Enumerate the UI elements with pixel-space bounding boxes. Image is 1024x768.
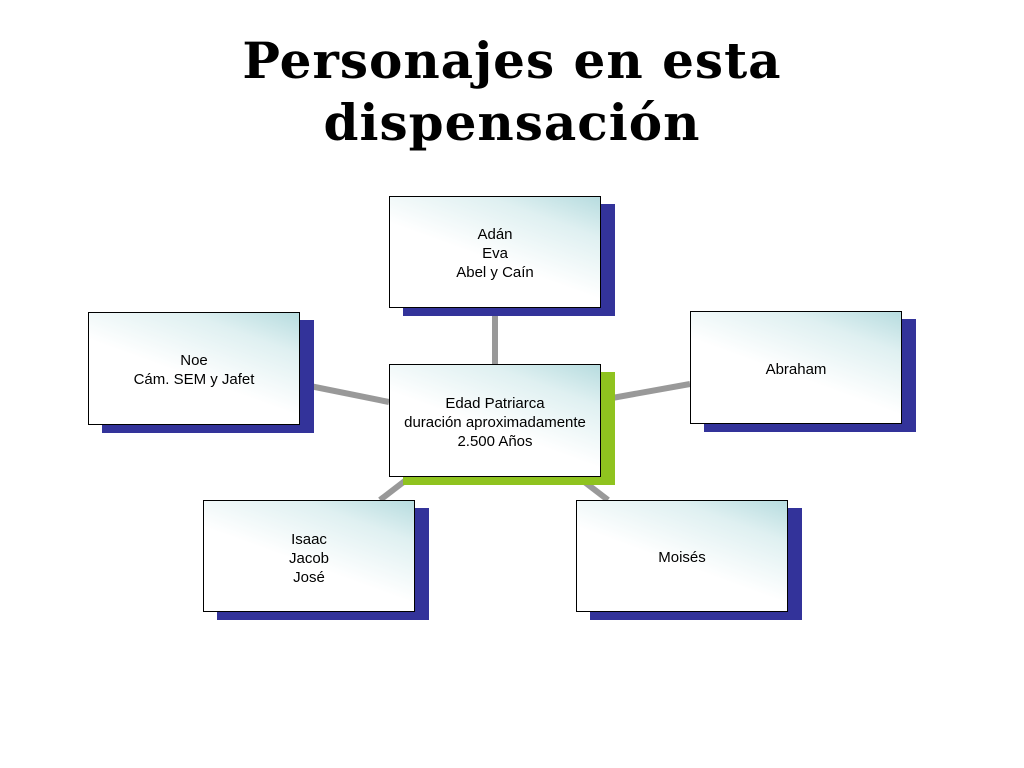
node-right-box: Abraham <box>690 311 902 424</box>
node-left-box: Noe Cám. SEM y Jafet <box>88 312 300 425</box>
node-bottom-left-line-3: José <box>293 569 325 586</box>
node-top: Adán Eva Abel y Caín <box>389 196 615 316</box>
node-bottom-right-line-1: Moisés <box>658 549 706 566</box>
node-center: Edad Patriarca duración aproximadamente … <box>389 364 615 485</box>
node-top-line-1: Adán <box>477 226 513 243</box>
slide-title: Personajes en esta dispensación <box>0 30 1024 154</box>
connector-right <box>600 381 691 403</box>
node-left-line-2: Cám. SEM y Jafet <box>133 371 255 388</box>
node-right: Abraham <box>690 311 916 432</box>
node-left: Noe Cám. SEM y Jafet <box>88 312 314 433</box>
title-line-2: dispensación <box>323 93 701 152</box>
node-bottom-left: Isaac Jacob José <box>203 500 429 620</box>
node-bottom-left-line-1: Isaac <box>291 531 327 548</box>
node-center-line-1: Edad Patriarca <box>445 395 545 412</box>
node-right-line-1: Abraham <box>765 361 827 378</box>
node-center-line-3: 2.500 Años <box>457 433 533 450</box>
node-bottom-right-box: Moisés <box>576 500 788 612</box>
connector-left <box>299 381 390 405</box>
node-center-box: Edad Patriarca duración aproximadamente … <box>389 364 601 477</box>
node-bottom-right: Moisés <box>576 500 802 620</box>
node-center-line-2: duración aproximadamente <box>404 414 586 431</box>
title-line-1: Personajes en esta <box>242 31 782 90</box>
node-left-line-1: Noe <box>180 352 208 369</box>
node-bottom-left-box: Isaac Jacob José <box>203 500 415 612</box>
node-top-line-3: Abel y Caín <box>456 264 534 281</box>
node-bottom-left-line-2: Jacob <box>288 550 330 567</box>
node-top-box: Adán Eva Abel y Caín <box>389 196 601 308</box>
node-top-line-2: Eva <box>482 245 508 262</box>
